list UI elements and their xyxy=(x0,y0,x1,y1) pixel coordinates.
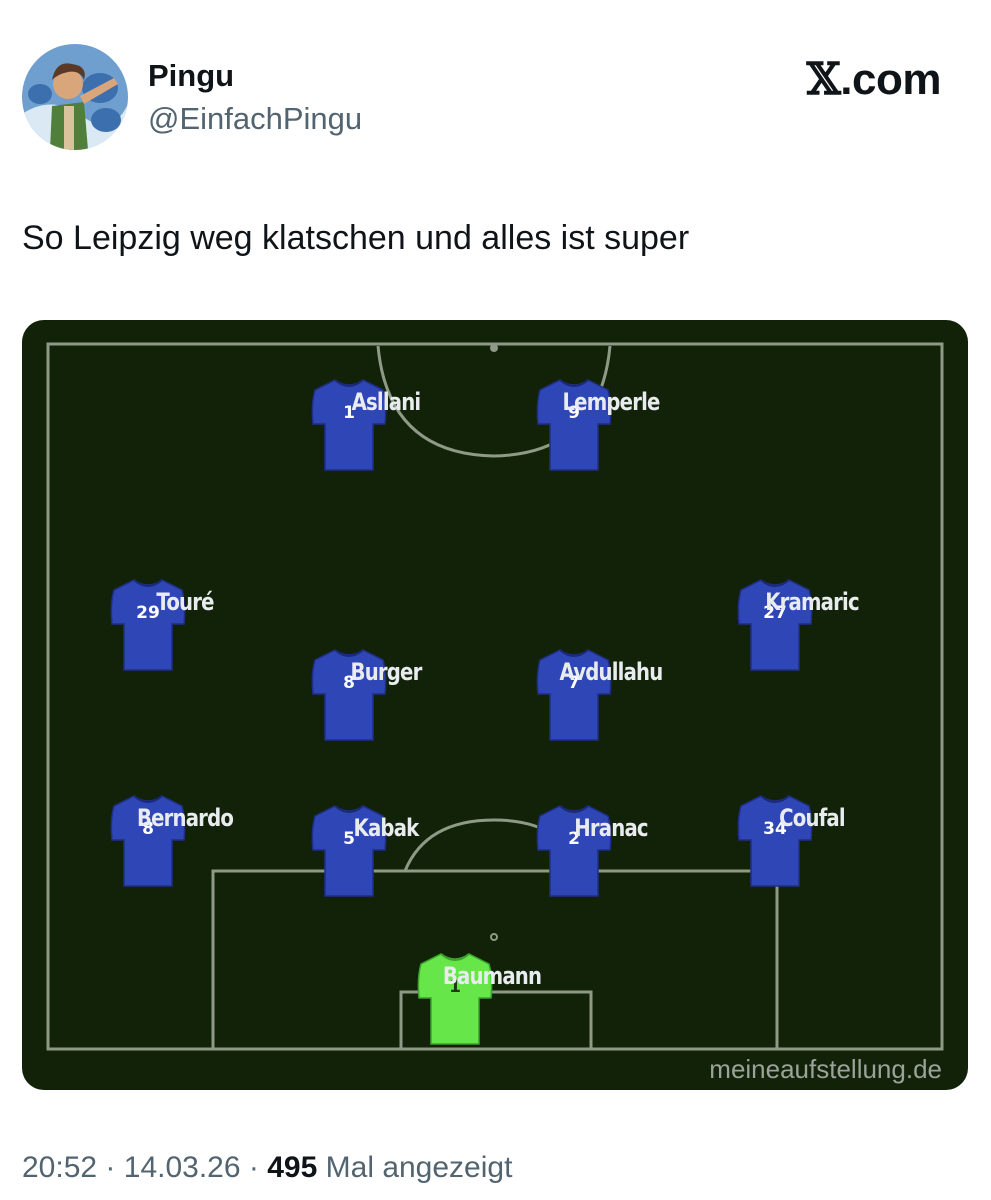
jersey-icon: 5 xyxy=(311,805,387,897)
player-name: Avdullahu xyxy=(559,658,664,686)
player-name: Touré xyxy=(156,588,214,616)
watermark: meineaufstellung.de xyxy=(709,1054,942,1084)
view-count: 495 xyxy=(267,1151,318,1184)
avatar[interactable] xyxy=(22,44,128,150)
jersey-number: 1 xyxy=(449,977,461,997)
jersey-icon: 9 xyxy=(536,379,612,471)
view-label: Mal angezeigt xyxy=(325,1151,513,1184)
jersey-number: 8 xyxy=(343,673,355,693)
player-name: Coufal xyxy=(779,804,845,832)
tweet-text: So Leipzig weg klatschen und alles ist s… xyxy=(22,219,690,257)
tweet-meta: 20:52 · 14.03.26 · 495 Mal angezeigt xyxy=(22,1150,512,1186)
player-name: Lemperle xyxy=(562,388,660,416)
jersey-number: 34 xyxy=(763,819,787,839)
x-icon: 𝕏 xyxy=(806,54,841,105)
jersey-number: 2 xyxy=(568,829,580,849)
player-name: Hranac xyxy=(574,814,648,842)
jersey-number: 5 xyxy=(343,829,355,849)
jersey-icon: 7 xyxy=(536,649,612,741)
tweet-time[interactable]: 20:52 xyxy=(22,1151,98,1184)
jersey-number: 1 xyxy=(343,403,355,423)
jersey-icon: 27 xyxy=(737,579,813,671)
user-handle[interactable]: @EinfachPingu xyxy=(148,101,363,136)
jersey-icon: 8 xyxy=(110,795,186,887)
player-name: Kabak xyxy=(353,814,420,842)
jersey-icon: 1 xyxy=(311,379,387,471)
brand-domain: .com xyxy=(840,55,941,104)
jersey-icon: 29 xyxy=(110,579,186,671)
player-name: Burger xyxy=(350,658,423,686)
jersey-number: 7 xyxy=(568,673,580,693)
player-name: Kramaric xyxy=(765,588,859,616)
meta-separator: · xyxy=(105,1151,116,1184)
player-name: Baumann xyxy=(442,962,542,990)
display-name[interactable]: Pingu xyxy=(148,58,235,93)
tweet-date[interactable]: 14.03.26 xyxy=(123,1151,241,1184)
jersey-number: 9 xyxy=(568,403,580,423)
player-name: Asllani xyxy=(351,388,422,416)
jersey-icon: 34 xyxy=(737,795,813,887)
jersey-icon: 8 xyxy=(311,649,387,741)
x-logo: 𝕏.com xyxy=(806,54,942,105)
jersey-icon: 2 xyxy=(536,805,612,897)
goalkeeper-jersey-icon: 1 xyxy=(417,953,493,1045)
jersey-number: 29 xyxy=(136,603,160,623)
player-name: Bernardo xyxy=(136,804,234,832)
meta-separator: · xyxy=(248,1151,259,1184)
jersey-number: 27 xyxy=(763,603,787,623)
jersey-number: 8 xyxy=(142,819,154,839)
